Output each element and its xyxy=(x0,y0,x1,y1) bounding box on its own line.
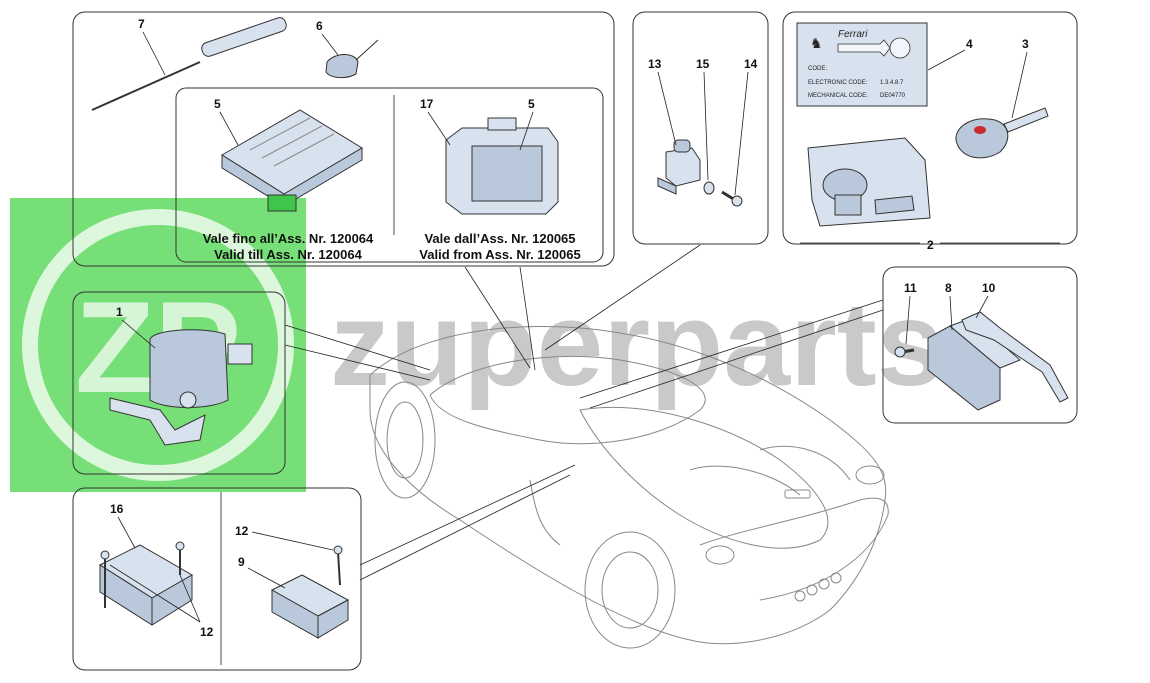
panel-antenna-ecu: 7 6 5 17 5 Vale fino all’Ass. Nr. 1 xyxy=(72,11,615,267)
callout-12-left: 12 xyxy=(200,625,214,639)
callout-15: 15 xyxy=(696,57,710,71)
watermark: ZP zuperparts xyxy=(10,198,943,492)
part-2-lock-set-bag xyxy=(807,137,931,227)
callout-5-left: 5 xyxy=(214,97,221,111)
code-tag-code-label: CODE: xyxy=(808,66,827,72)
callout-6: 6 xyxy=(316,19,323,33)
callout-16: 16 xyxy=(110,502,124,516)
panel-receiver: 11 8 10 xyxy=(882,266,1078,424)
part-3-key-fob xyxy=(955,107,1049,159)
watermark-brand-text: zuperparts xyxy=(330,277,943,411)
caption-valid-from-it: Vale dall’Ass. Nr. 120065 xyxy=(424,231,575,246)
part-15-washer xyxy=(703,181,715,195)
callout-11: 11 xyxy=(904,281,917,295)
panel-control-units: 16 12 12 9 xyxy=(72,487,362,671)
part-1-siren xyxy=(109,329,253,446)
callout-12-right: 12 xyxy=(235,524,249,538)
part-14-screw xyxy=(721,190,743,207)
callout-13: 13 xyxy=(648,57,662,71)
callout-3: 3 xyxy=(1022,37,1029,51)
callout-5-right: 5 xyxy=(528,97,535,111)
code-tag-mechanical-value: DE04770 xyxy=(880,93,906,99)
part-10-bracket xyxy=(961,311,1069,403)
leader-lines-to-car xyxy=(284,244,884,581)
caption-valid-from-en: Valid from Ass. Nr. 120065 xyxy=(419,247,580,262)
part-9-control-unit xyxy=(270,545,350,639)
part-4-code-tag: ♞ Ferrari CODE: ELECTRONIC CODE: 1.3.4.8… xyxy=(796,22,928,107)
car-outline xyxy=(369,325,889,649)
code-tag-mechanical-label: MECHANICAL CODE: xyxy=(808,93,868,99)
caption-valid-till-en: Valid till Ass. Nr. 120064 xyxy=(214,247,362,262)
code-tag-electronic-value: 1.3.4.8.7 xyxy=(880,80,904,86)
callout-14: 14 xyxy=(744,57,758,71)
code-tag-horse-icon: ♞ xyxy=(810,35,823,51)
code-tag-electronic-label: ELECTRONIC CODE: xyxy=(808,80,868,86)
code-tag-brand: Ferrari xyxy=(838,29,868,40)
callout-9: 9 xyxy=(238,555,245,569)
part-11-screw xyxy=(894,346,915,358)
part-13-sensor xyxy=(657,139,701,195)
panel-key-set: ♞ Ferrari CODE: ELECTRONIC CODE: 1.3.4.8… xyxy=(782,11,1078,252)
callout-1: 1 xyxy=(116,305,123,319)
callout-2: 2 xyxy=(927,238,934,252)
part-5-ecu-new xyxy=(445,117,559,215)
caption-valid-till-it: Vale fino all’Ass. Nr. 120064 xyxy=(203,231,374,246)
callout-4: 4 xyxy=(966,37,973,51)
panel-siren: 1 xyxy=(72,291,286,475)
panel-sensor: 13 15 14 xyxy=(632,11,769,245)
part-5-ecu-old xyxy=(221,109,363,212)
callout-17: 17 xyxy=(420,97,434,111)
part-16-control-unit xyxy=(98,541,194,626)
callout-10: 10 xyxy=(982,281,996,295)
part-6-antenna-module xyxy=(325,39,379,79)
callout-8: 8 xyxy=(945,281,952,295)
part-7-antenna xyxy=(91,17,287,111)
callout-7: 7 xyxy=(138,17,145,31)
